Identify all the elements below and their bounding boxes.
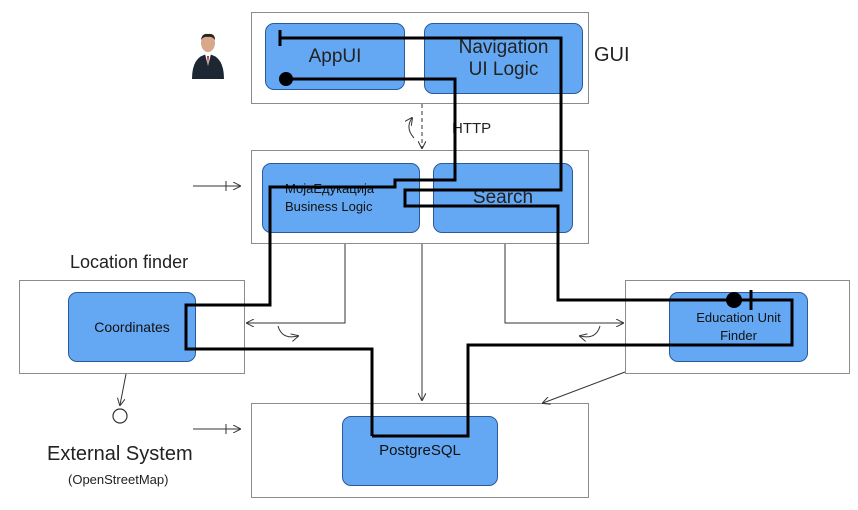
navigation-component[interactable]: Navigation UI Logic: [424, 23, 583, 94]
business-to-education-connector: [504, 244, 623, 323]
coordinates-component[interactable]: Coordinates: [68, 292, 196, 362]
coordinates-label: Coordinates: [94, 319, 170, 335]
external-system-name: External System: [47, 443, 193, 465]
trace-start-marker: [279, 72, 293, 86]
external-system-detail: (OpenStreetMap): [68, 472, 169, 487]
business-to-location-connector: [247, 244, 346, 323]
postgresql-label: PostgreSQL: [379, 442, 461, 459]
location-finder-title: Location finder: [70, 252, 189, 272]
coordinates-to-external-arrow: [120, 373, 127, 405]
trace-end-marker: [726, 292, 742, 308]
education-hook-arrow: [580, 325, 601, 337]
http-label: HTTP: [452, 120, 492, 137]
navigation-label: Navigation UI Logic: [458, 36, 549, 80]
appui-label: AppUI: [308, 45, 362, 67]
external-system-interface-icon: [112, 408, 128, 424]
location-hook-arrow: [277, 325, 298, 337]
business-logic-label: МојаЕдукација Business Logic: [285, 181, 375, 214]
search-label: Search: [472, 187, 534, 208]
education-unit-finder-label: Education Unit Finder: [696, 310, 781, 343]
education-to-database-arrow: [543, 371, 626, 403]
trace-path-appui-to-database: [184, 77, 457, 436]
business-logic-component[interactable]: МојаЕдукација Business Logic: [262, 163, 420, 233]
user-avatar-icon: [190, 32, 226, 85]
trace-path-search-to-finder: [280, 36, 794, 438]
http-return-arrow: [409, 118, 415, 139]
gui-label: GUI: [594, 44, 630, 66]
postgresql-component[interactable]: PostgreSQL: [342, 416, 498, 486]
